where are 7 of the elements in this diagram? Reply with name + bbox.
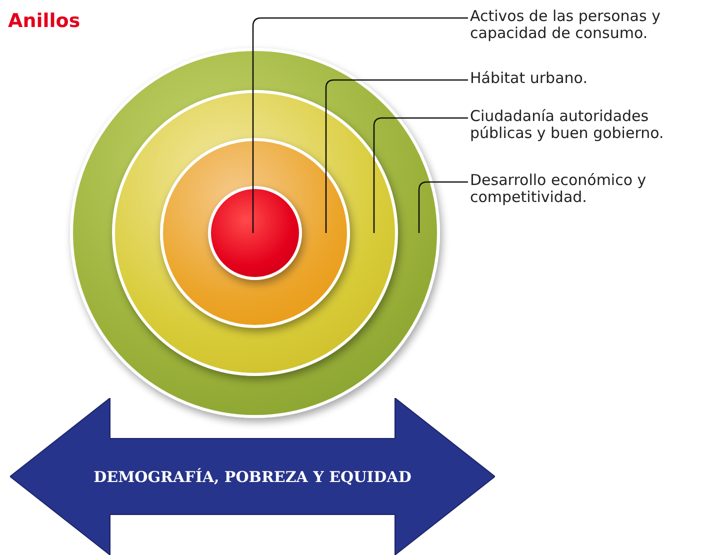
leader-line xyxy=(373,117,468,233)
ring-disk xyxy=(208,186,302,280)
diagram-title: Anillos xyxy=(8,10,80,32)
arrow-label: DEMOGRAFÍA, POBREZA Y EQUIDAD xyxy=(92,466,412,486)
leader-line xyxy=(252,17,468,233)
leader-line xyxy=(325,79,468,233)
leader-line xyxy=(418,181,468,233)
